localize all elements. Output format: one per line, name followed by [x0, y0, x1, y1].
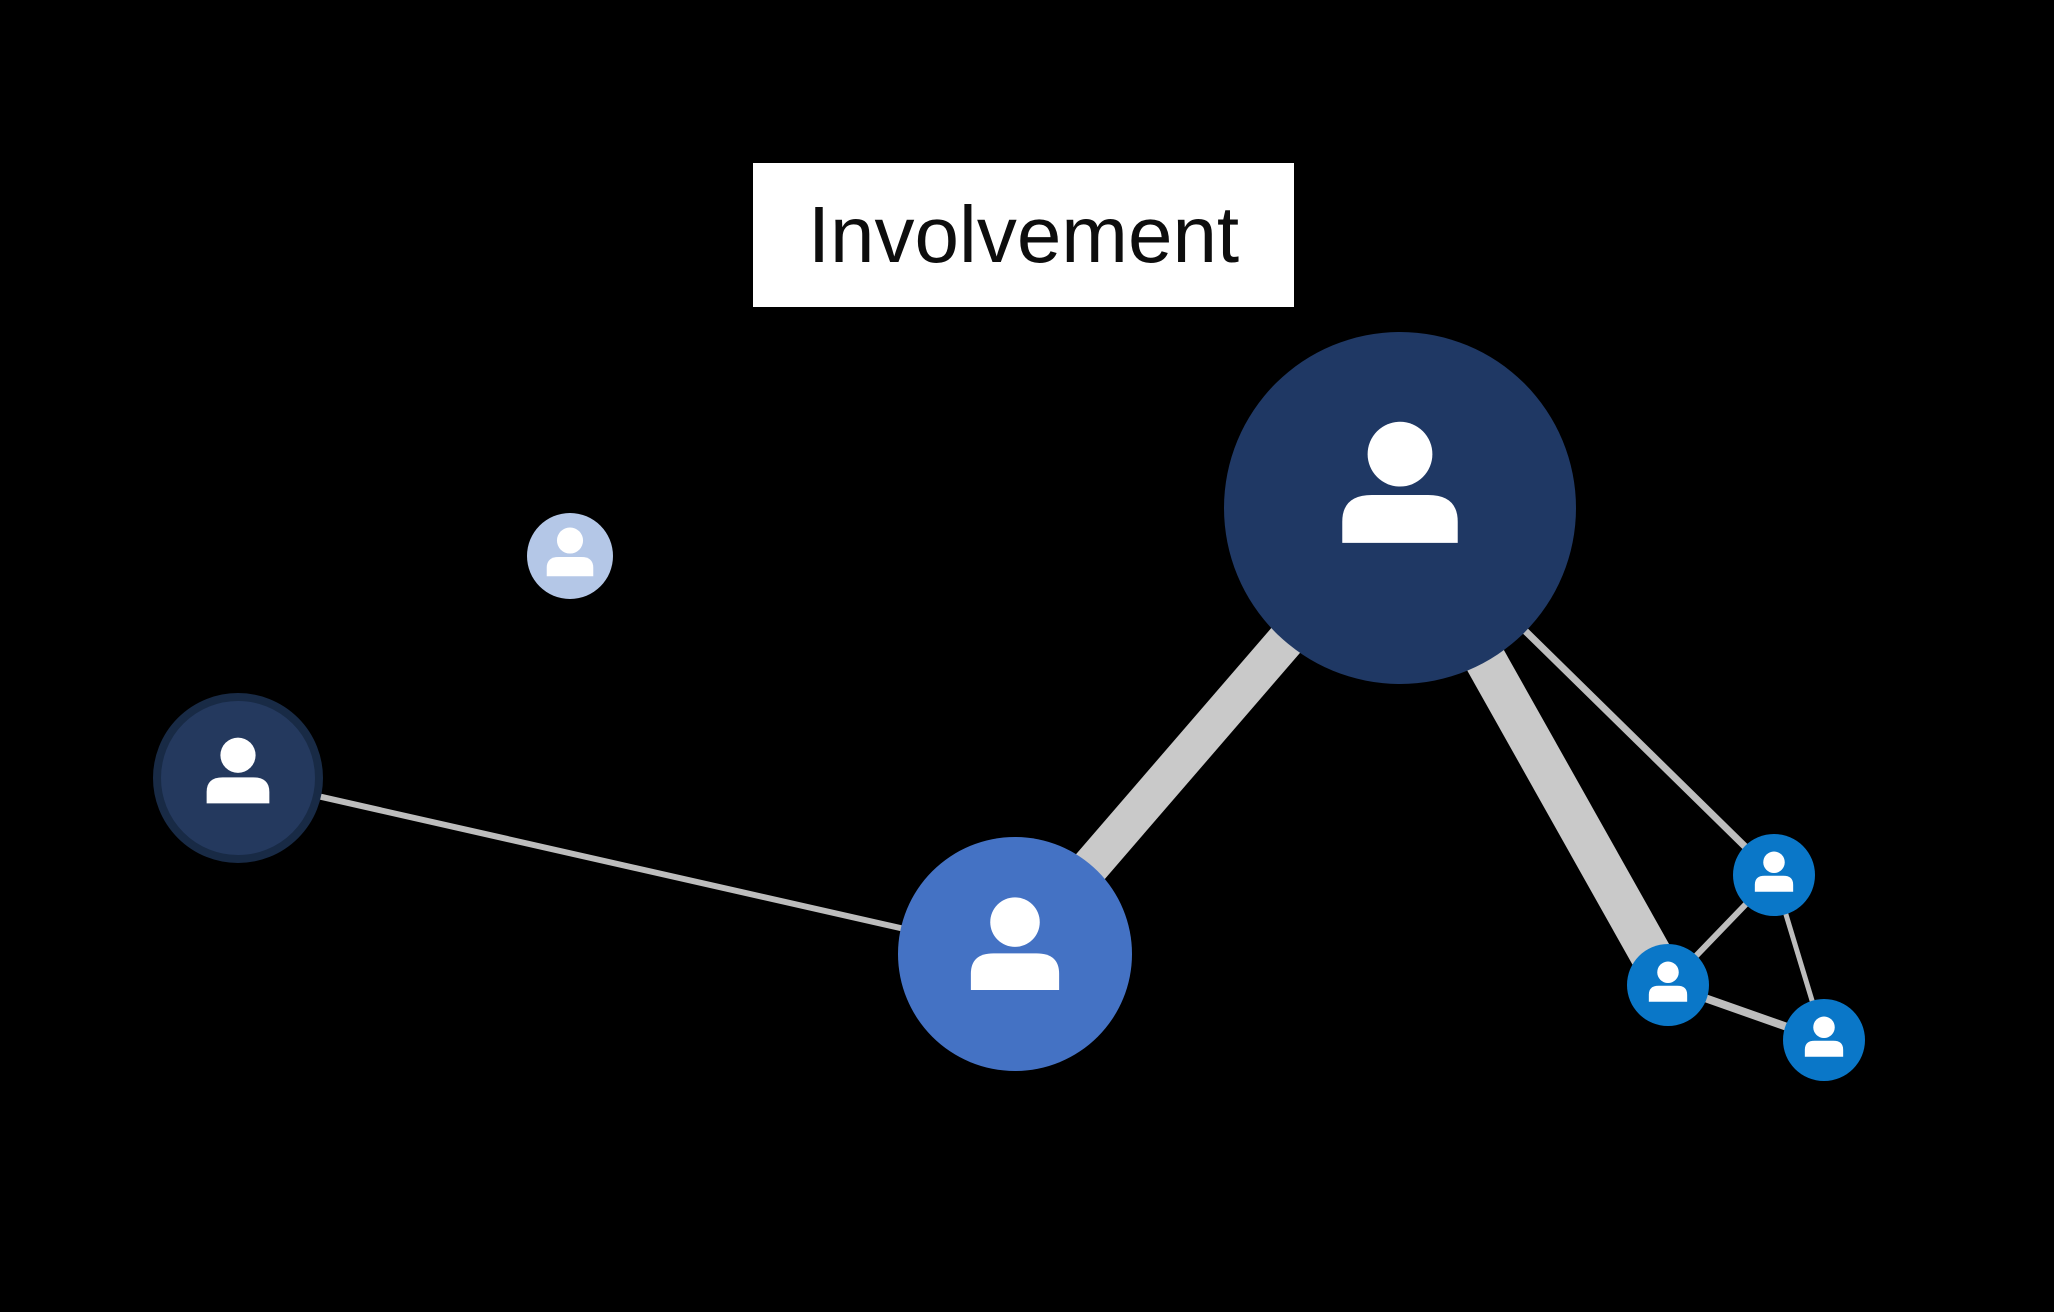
- node-circle-member-small-right: [1783, 999, 1865, 1081]
- person-node-member-left: [153, 693, 323, 863]
- person-node-hub-primary: [1224, 332, 1576, 684]
- person-node-member-small-left: [1627, 944, 1709, 1026]
- person-node-member-small-top: [1733, 834, 1815, 916]
- node-circle-member-isolated: [527, 513, 613, 599]
- person-node-member-isolated: [527, 513, 613, 599]
- node-circle-member-small-left: [1627, 944, 1709, 1026]
- title-box: Involvement: [753, 163, 1294, 307]
- edge-member-left--member-mid: [237, 775, 1016, 957]
- person-node-member-small-right: [1783, 999, 1865, 1081]
- diagram-title: Involvement: [807, 190, 1240, 279]
- nodes-layer: [153, 332, 1865, 1081]
- person-node-member-mid: [898, 837, 1132, 1071]
- node-circle-member-small-top: [1733, 834, 1815, 916]
